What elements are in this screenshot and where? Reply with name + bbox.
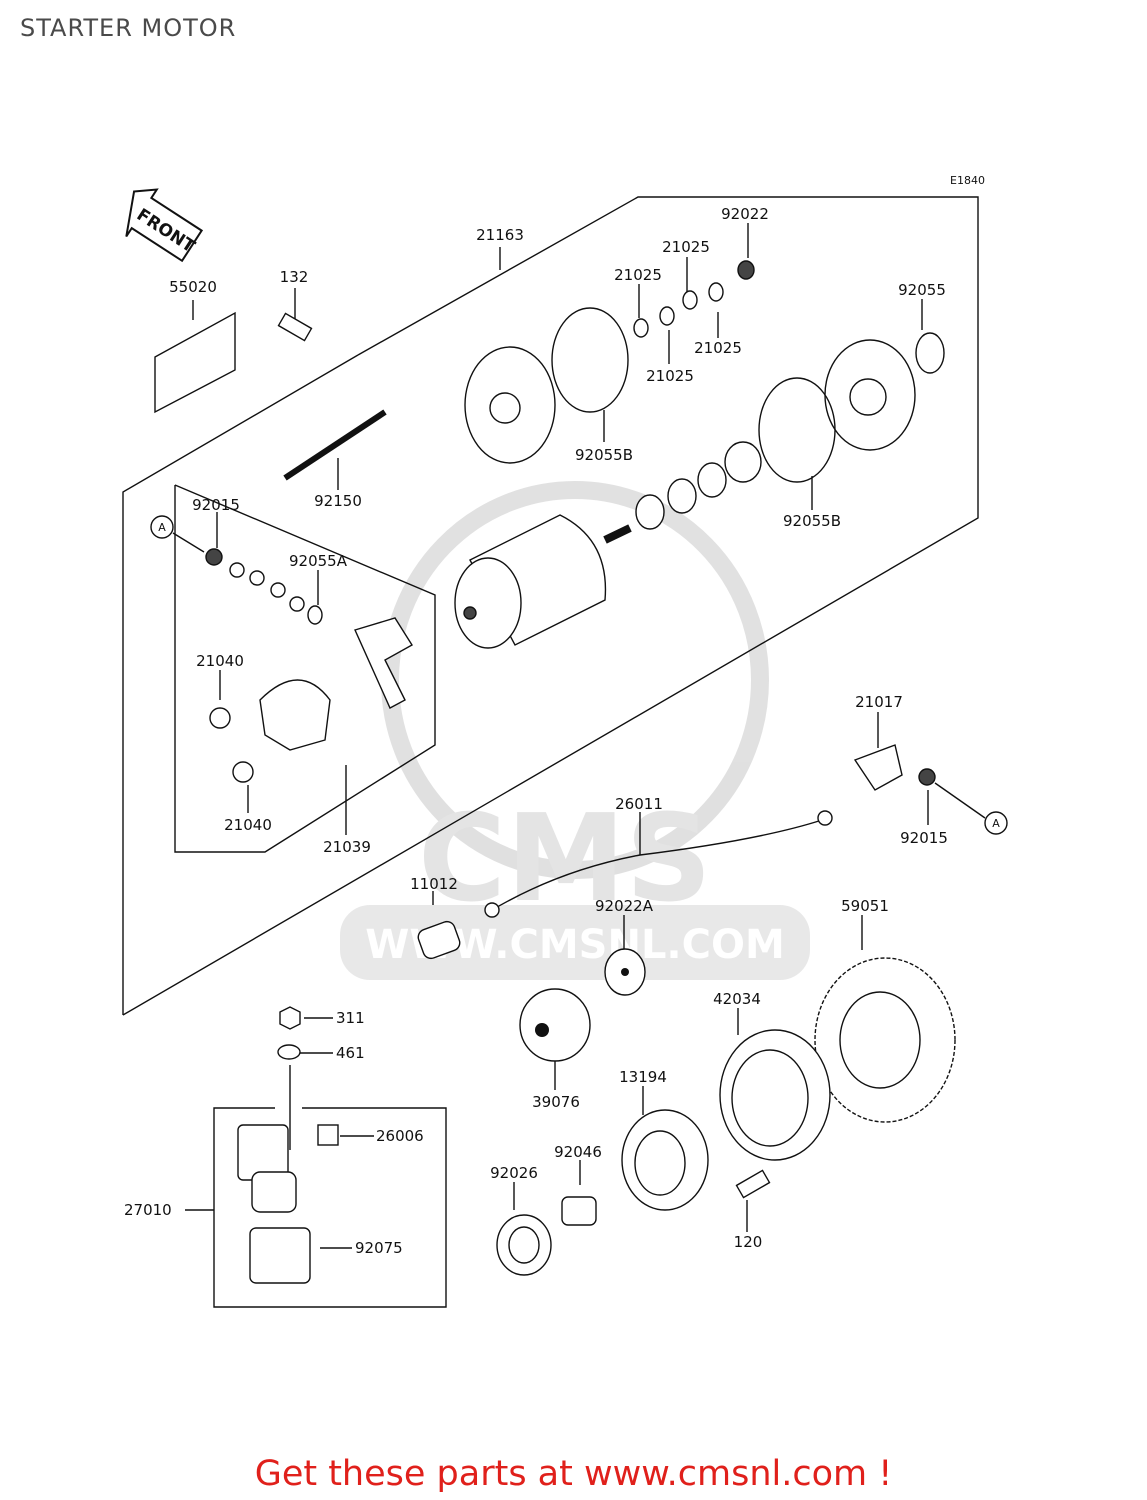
nut-92015-right (918, 768, 936, 786)
diagram-code: E1840 (950, 174, 985, 187)
ref-marker-left: A (158, 521, 166, 534)
bolt-132 (277, 312, 313, 342)
part-number: 55020 (169, 278, 217, 296)
shim-d (724, 441, 762, 483)
through-bolt-92150 (283, 409, 387, 481)
one-way-clutch-13194 (621, 1109, 709, 1211)
part-number: 311 (336, 1009, 365, 1027)
starter-motor-diagram: CMS WWW.CMSNL.COM E1840 FRONT (122, 174, 1008, 1308)
page-title: STARTER MOTOR (20, 14, 237, 42)
part-number: 461 (336, 1044, 365, 1062)
parts (154, 260, 956, 1284)
washer-92026 (496, 1214, 552, 1276)
part-number: 92022A (595, 897, 654, 915)
leader-lines (185, 223, 929, 1249)
cap-11012 (417, 920, 461, 960)
watermark-logo: CMS (418, 790, 712, 929)
part-number: 132 (280, 268, 309, 286)
washer-21025-a (633, 318, 649, 338)
bolt-120 (735, 1169, 771, 1199)
part-number: 92150 (314, 492, 362, 510)
cable-26011 (491, 819, 823, 911)
oring-92055b-right (758, 377, 836, 483)
part-number: 92026 (490, 1164, 538, 1182)
label-plate-55020 (154, 311, 236, 414)
gear-39076 (519, 988, 591, 1062)
part-number: 21040 (224, 816, 272, 834)
fuse-26006 (317, 1124, 339, 1146)
brush-holder-21039 (259, 679, 331, 751)
nut-311 (279, 1006, 301, 1030)
part-number: 11012 (410, 875, 458, 893)
assembly-outline (122, 196, 979, 1308)
part-number: 21025 (694, 339, 742, 357)
nut-92015-left (205, 548, 223, 566)
shim-c (697, 462, 727, 498)
part-number: 21040 (196, 652, 244, 670)
part-number: 92055 (898, 281, 946, 299)
part-number: 39076 (532, 1093, 580, 1111)
cover-92075 (249, 1227, 311, 1284)
part-number: 42034 (713, 990, 761, 1008)
ref-marker-right: A (992, 817, 1000, 830)
clutch-42034 (719, 1029, 831, 1161)
oring-92055a (307, 605, 323, 625)
boot-21017 (853, 744, 903, 791)
part-number: 27010 (124, 1201, 172, 1219)
footer-link[interactable]: Get these parts at www.cmsnl.com ! (254, 1454, 893, 1494)
part-number: 21039 (323, 838, 371, 856)
part-number: 120 (734, 1233, 763, 1251)
part-number: 92075 (355, 1239, 403, 1257)
part-number: 92015 (900, 829, 948, 847)
part-number: 92046 (554, 1143, 602, 1161)
washer-21025-c (682, 290, 698, 310)
oring-92055 (915, 332, 945, 374)
part-labels: 21163 92022 21025 21025 21025 21025 9205… (124, 205, 948, 1257)
washer-92022 (737, 260, 755, 280)
part-number: 92055A (289, 552, 348, 570)
oring-92055b-top (551, 307, 629, 413)
part-number: 21163 (476, 226, 524, 244)
part-number: 26011 (615, 795, 663, 813)
part-number: 21017 (855, 693, 903, 711)
part-number: 92055B (783, 512, 841, 530)
part-number: 92022 (721, 205, 769, 223)
shim-b (667, 478, 697, 514)
part-number: 21025 (662, 238, 710, 256)
washer-461 (277, 1044, 301, 1060)
part-number: 59051 (841, 897, 889, 915)
shim-a (635, 494, 665, 530)
brush-plate (354, 617, 413, 709)
needle-bearing-92046 (561, 1196, 597, 1226)
part-number: 13194 (619, 1068, 667, 1086)
part-number: 21025 (614, 266, 662, 284)
reference-markers: A A (150, 515, 1008, 835)
part-number: 26006 (376, 1127, 424, 1145)
front-arrow-icon: FRONT (125, 188, 204, 263)
spring-21040-top (209, 707, 231, 729)
washer-21025-b (659, 306, 675, 326)
spring-21040-bottom (232, 761, 254, 783)
part-number: 92055B (575, 446, 633, 464)
part-number: 21025 (646, 367, 694, 385)
washer-21025-d (708, 282, 724, 302)
part-number: 92015 (192, 496, 240, 514)
